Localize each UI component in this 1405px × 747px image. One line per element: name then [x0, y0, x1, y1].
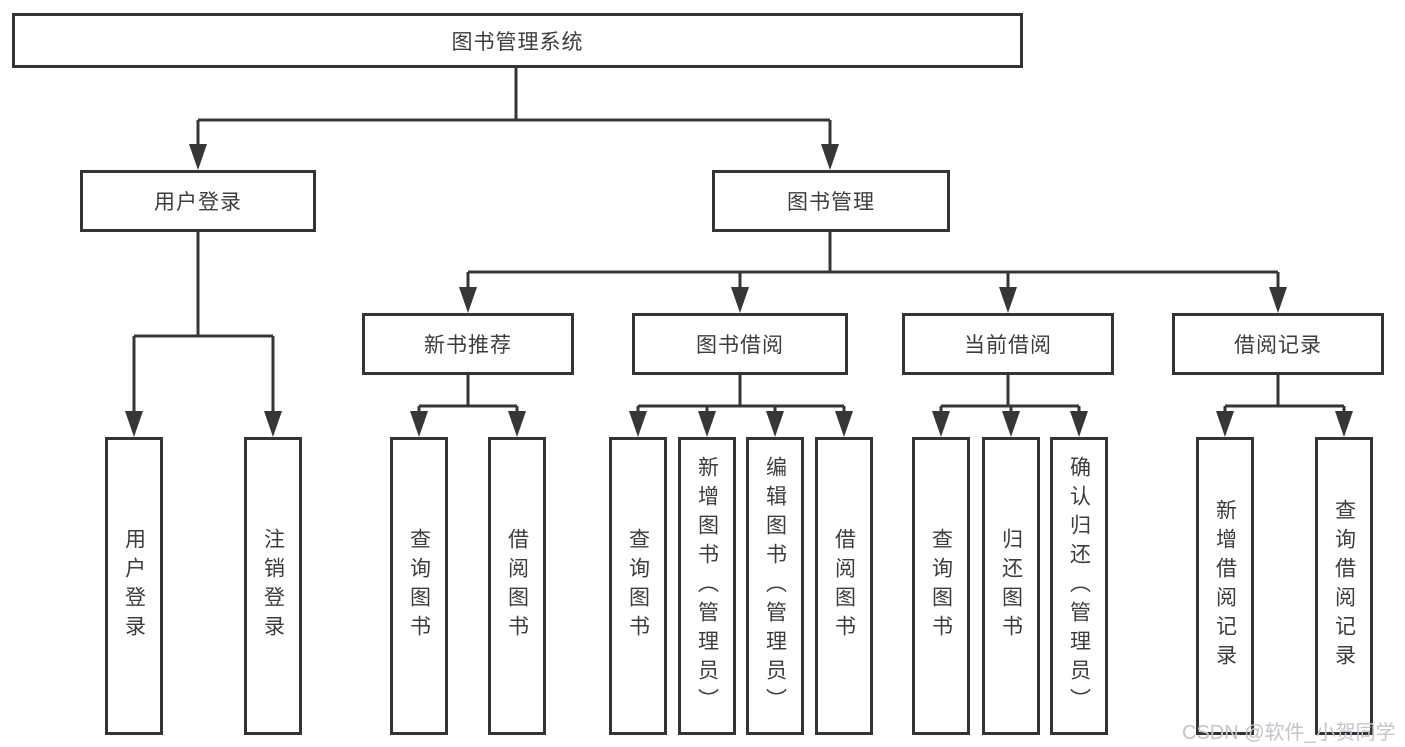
node-book-management: 图书管理	[712, 170, 950, 232]
arrowhead-icon	[766, 411, 784, 437]
node-logout: 注销登录	[244, 437, 302, 735]
node-label: 借阅图书	[505, 528, 529, 644]
node-label: 图书管理系统	[451, 30, 584, 54]
arrowhead-icon	[698, 411, 716, 437]
node-label: 用户登录	[122, 528, 146, 644]
node-borrow-books-borrowing: 借阅图书	[815, 437, 873, 735]
node-label: 借阅记录	[1234, 334, 1322, 357]
node-label: 新增借阅记录	[1213, 499, 1237, 673]
arrowhead-icon	[189, 144, 207, 170]
node-add-borrow-record: 新增借阅记录	[1196, 437, 1254, 735]
node-label: 借阅图书	[832, 528, 856, 644]
node-user-login-leaf: 用户登录	[105, 437, 163, 735]
arrowhead-icon	[629, 411, 647, 437]
node-label: 归还图书	[999, 528, 1023, 644]
node-book-borrowing: 图书借阅	[632, 313, 848, 375]
node-new-book-recommendation: 新书推荐	[362, 313, 574, 375]
node-label: 新增图书（管理员）	[695, 455, 719, 717]
node-return-books: 归还图书	[982, 437, 1040, 735]
arrowhead-icon	[932, 411, 950, 437]
node-query-books-recommend: 查询图书	[390, 437, 448, 735]
node-label: 当前借阅	[964, 334, 1052, 357]
node-label: 图书借阅	[696, 334, 784, 357]
arrowhead-icon	[125, 411, 143, 437]
arrowhead-icon	[1002, 411, 1020, 437]
arrowhead-icon	[508, 411, 526, 437]
node-borrowing-records: 借阅记录	[1172, 313, 1384, 375]
node-current-borrowing: 当前借阅	[902, 313, 1114, 375]
node-query-books-borrowing: 查询图书	[609, 437, 667, 735]
node-label: 查询借阅记录	[1332, 499, 1356, 673]
node-label: 确认归还（管理员）	[1067, 455, 1091, 717]
node-label: 注销登录	[261, 528, 285, 644]
node-confirm-return-admin: 确认归还（管理员）	[1050, 437, 1108, 735]
node-user-login: 用户登录	[80, 170, 316, 232]
node-query-books-current: 查询图书	[912, 437, 970, 735]
arrowhead-icon	[410, 411, 428, 437]
arrowhead-icon	[1216, 411, 1234, 437]
arrowhead-icon	[264, 411, 282, 437]
node-label: 新书推荐	[424, 334, 512, 357]
node-label: 查询图书	[929, 528, 953, 644]
node-label: 图书管理	[787, 191, 875, 214]
arrowhead-icon	[1070, 411, 1088, 437]
node-label: 用户登录	[154, 191, 242, 214]
arrowhead-icon	[821, 144, 839, 170]
node-label: 查询图书	[626, 528, 650, 644]
node-label: 查询图书	[407, 528, 431, 644]
arrowhead-icon	[1335, 411, 1353, 437]
arrowhead-icon	[459, 287, 477, 313]
arrowhead-icon	[731, 287, 749, 313]
arrowhead-icon	[999, 287, 1017, 313]
arrowhead-icon	[835, 411, 853, 437]
node-library-management-system: 图书管理系统	[12, 13, 1023, 68]
node-edit-books-admin: 编辑图书（管理员）	[746, 437, 804, 735]
node-query-borrow-record: 查询借阅记录	[1315, 437, 1373, 735]
watermark: CSDN @软件_小贺同学	[1182, 722, 1396, 744]
arrowhead-icon	[1269, 287, 1287, 313]
node-add-books-admin: 新增图书（管理员）	[678, 437, 736, 735]
node-label: 编辑图书（管理员）	[763, 455, 787, 717]
node-borrow-books-recommend: 借阅图书	[488, 437, 546, 735]
